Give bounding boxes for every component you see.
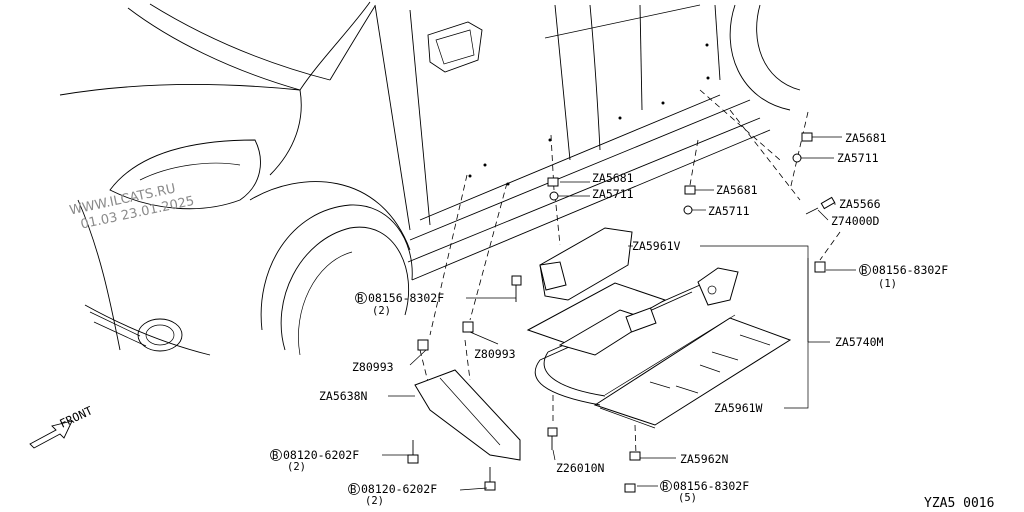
callout-08120-a: 08120-6202F xyxy=(283,448,359,462)
bolt-symbol-08120-b: B xyxy=(350,484,356,496)
callout-z80993-b: Z80993 xyxy=(474,347,516,361)
bolt-symbol-right: B xyxy=(861,265,867,277)
callout-za5961w: ZA5961W xyxy=(714,401,763,415)
callout-za5638n: ZA5638N xyxy=(319,389,368,403)
front-direction-arrow: FRONT xyxy=(29,403,95,449)
callout-z74000d: Z74000D xyxy=(831,214,880,228)
upper-bracket xyxy=(539,227,633,301)
bracket-plate xyxy=(526,282,667,356)
bolt-symbol-bottom: B xyxy=(662,481,668,493)
sheet-id: YZA5 0016 xyxy=(924,496,994,511)
callout-za5711-c: ZA5711 xyxy=(708,204,750,218)
callout-08120-b: 08120-6202F xyxy=(361,482,437,496)
callout-za5681-b: ZA5681 xyxy=(592,171,634,185)
callout-za5681-a: ZA5681 xyxy=(845,131,887,145)
vehicle-body-outline xyxy=(59,1,801,356)
callout-za5711-b: ZA5711 xyxy=(592,187,634,201)
qty-08156-right: (1) xyxy=(878,278,897,290)
lower-bracket xyxy=(414,369,521,461)
front-label: FRONT xyxy=(57,403,94,430)
qty-08120-b: (2) xyxy=(365,495,384,507)
callout-labels: ZA5681 ZA5711 ZA5566 Z74000D ZA5681 ZA57… xyxy=(270,131,948,507)
callout-za5740m: ZA5740M xyxy=(835,335,884,349)
bolt-symbol-left: B xyxy=(357,293,363,305)
qty-08156-bottom: (5) xyxy=(678,492,697,504)
callout-za5566: ZA5566 xyxy=(839,197,881,211)
callout-z80993-a: Z80993 xyxy=(352,360,394,374)
qty-08120-a: (2) xyxy=(287,461,306,473)
running-board-step xyxy=(593,314,792,429)
callout-za5681-c: ZA5681 xyxy=(716,183,758,197)
rear-hinge-bracket xyxy=(697,267,739,306)
callout-08156-left: 08156-8302F xyxy=(368,291,444,305)
callout-08156-bottom: 08156-8302F xyxy=(673,479,749,493)
bolt-symbol-08120-a: B xyxy=(272,450,278,462)
callout-z26010n: Z26010N xyxy=(556,461,605,475)
callout-za5961v: ZA5961V xyxy=(632,239,681,253)
callout-08156-right: 08156-8302F xyxy=(872,263,948,277)
leader-lines xyxy=(382,136,856,491)
callout-za5962n: ZA5962N xyxy=(680,452,729,466)
callout-za5711-a: ZA5711 xyxy=(837,151,879,165)
watermark: WWW.ILCATS.RU 01.03 23.01.2025 xyxy=(68,181,196,232)
qty-08156-left: (2) xyxy=(372,305,391,317)
